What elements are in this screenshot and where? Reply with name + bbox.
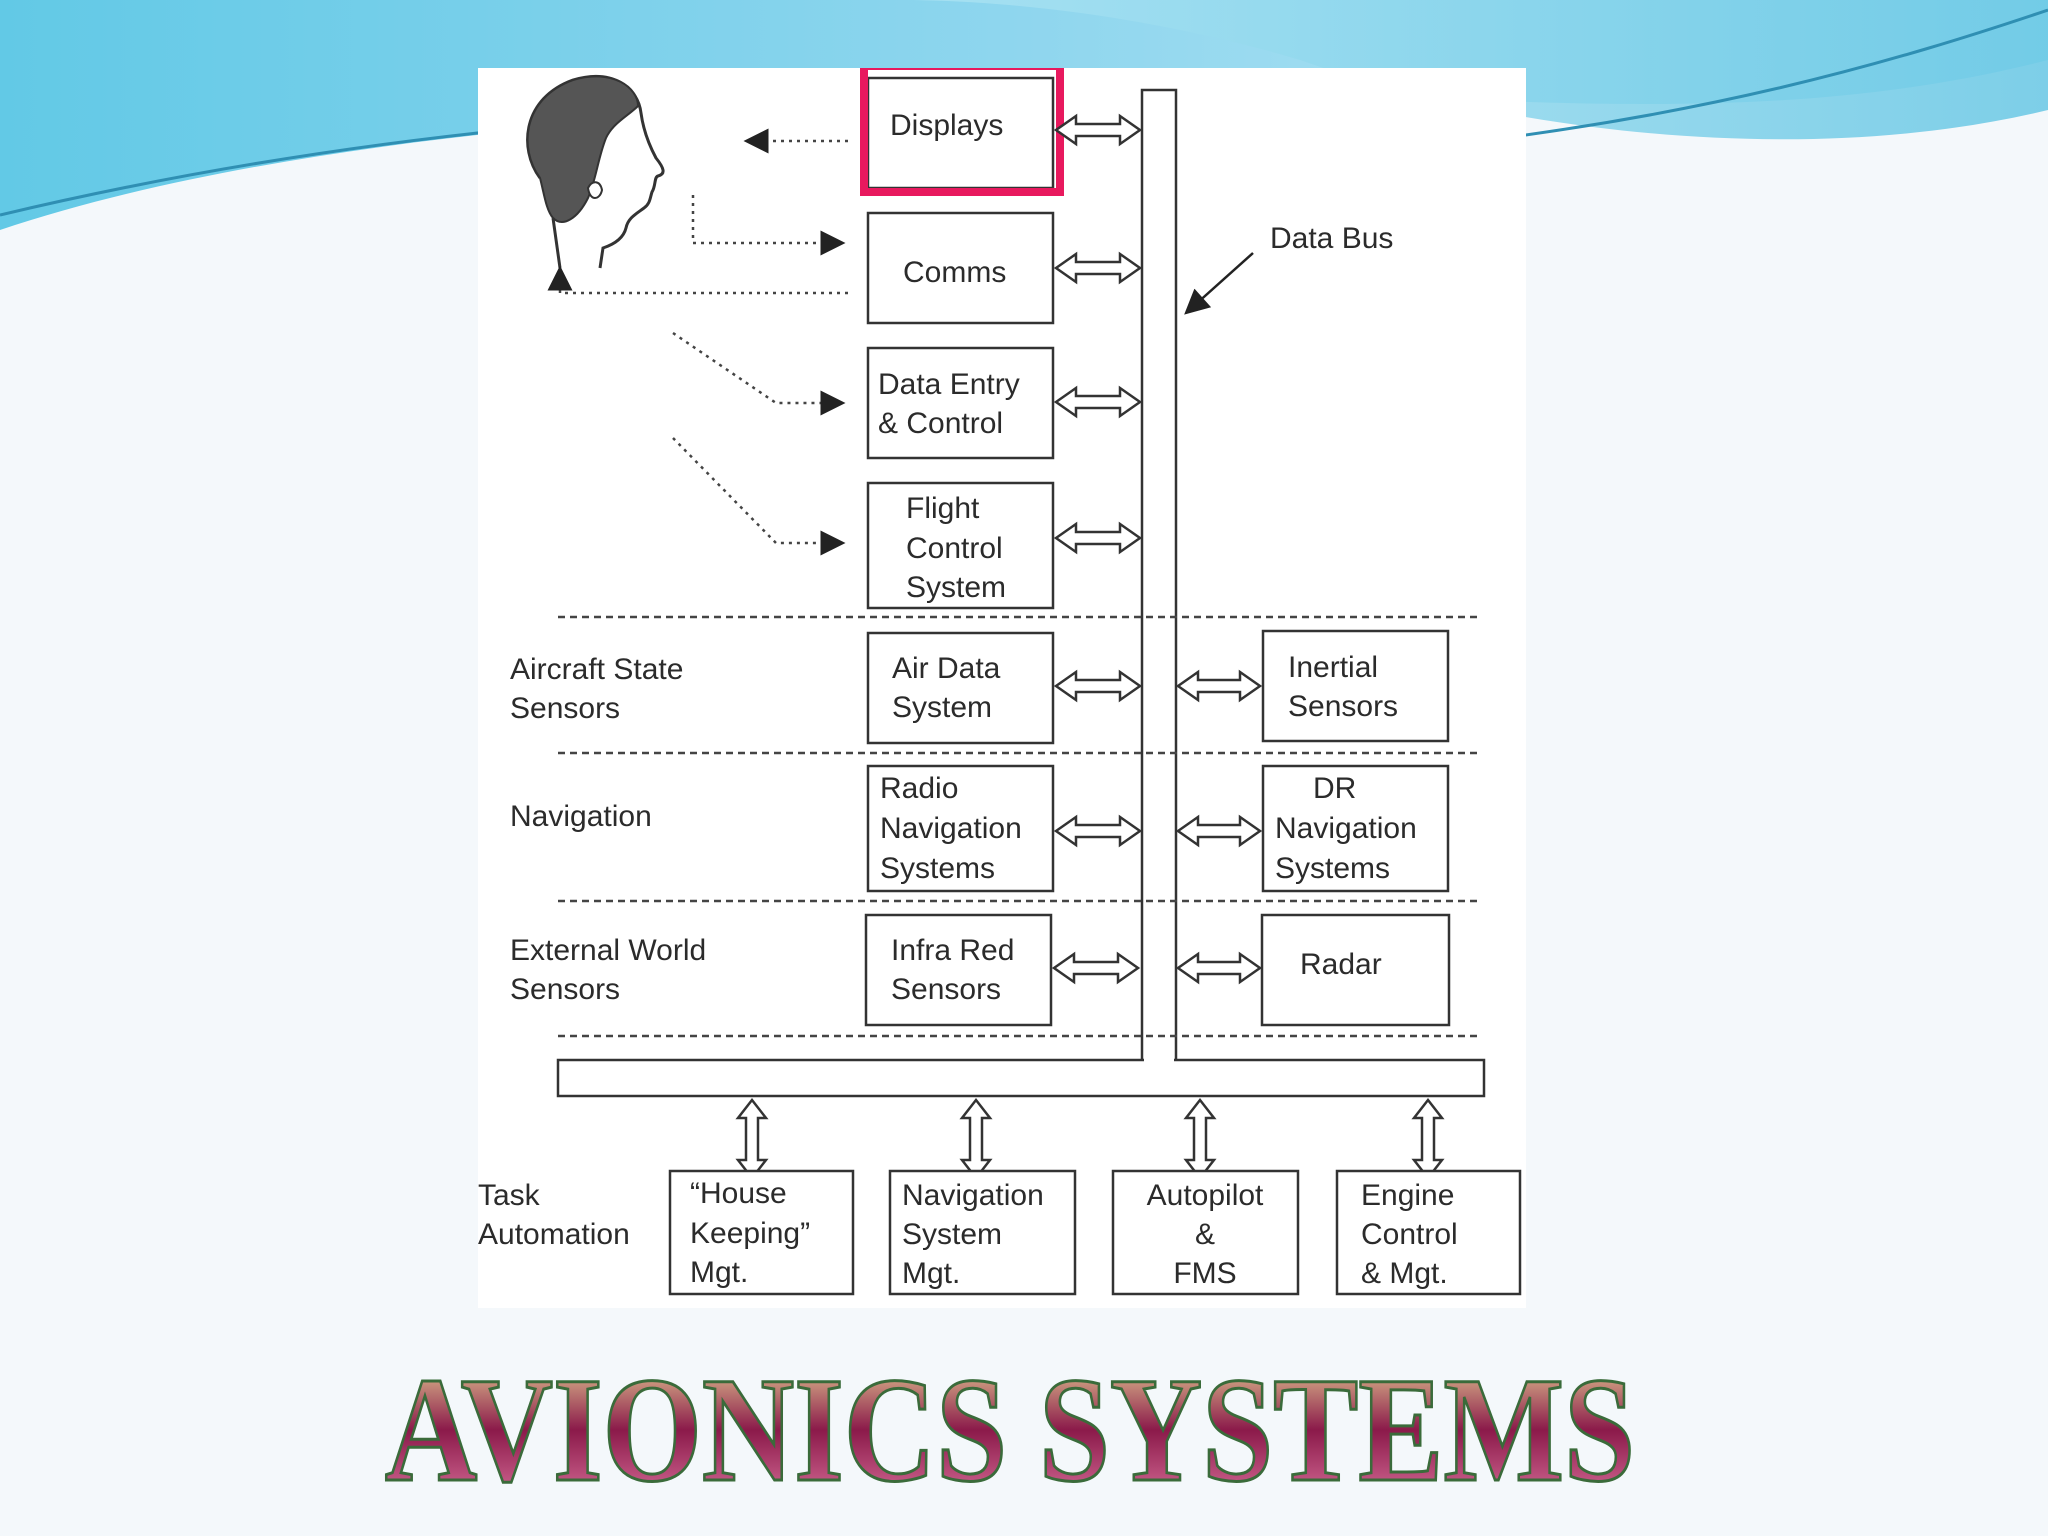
data-bus-pointer-arrow [1184,252,1254,315]
human-head-icon [526,74,665,269]
external-world-label-2: Sensors [510,973,620,1006]
engine-control-box[interactable]: Engine Control & Mgt. [1335,1169,1522,1296]
data-bus-horizontal [556,1058,1486,1098]
autopilot-label-3: FMS [1173,1257,1236,1290]
hand-to-flight-control-arrow [672,437,846,556]
engine-control-label-3: & Mgt. [1361,1257,1448,1290]
infra-red-sensors-box[interactable]: Infra Red Sensors [864,913,1053,1027]
nav-system-label-3: Mgt. [902,1257,960,1290]
nav-system-label-2: System [902,1218,1002,1251]
house-keeping-box[interactable]: “House Keeping” Mgt. [668,1169,855,1296]
voice-to-comms-arrow [691,195,846,256]
flight-control-box[interactable]: Flight Control System [866,481,1055,610]
task-automation-label-2: Automation [478,1218,630,1251]
autopilot-label-1: Autopilot [1147,1179,1264,1212]
comms-box[interactable]: Comms [866,211,1055,325]
house-keeping-label-3: Mgt. [690,1256,748,1289]
external-world-label-1: External World [510,934,706,967]
display-box[interactable]: Displays [866,76,1055,190]
data-entry-label-2: & Control [878,407,1003,440]
dr-nav-label-2: Navigation [1275,812,1417,845]
row-separators [558,615,1478,1038]
human-connections [547,128,848,556]
infra-red-label-1: Infra Red [891,934,1014,967]
flight-control-label-1: Flight [906,492,980,525]
task-automation-label-1: Task [478,1179,541,1212]
inertial-label-1: Inertial [1288,651,1378,684]
radio-nav-label-2: Navigation [880,812,1022,845]
nav-system-label-1: Navigation [902,1179,1044,1212]
radar-box[interactable]: Radar [1260,913,1451,1027]
engine-control-label-2: Control [1361,1218,1458,1251]
air-data-system-box[interactable]: Air Data System [866,631,1055,745]
radar-label: Radar [1300,948,1382,981]
radio-nav-label-1: Radio [880,772,958,805]
house-keeping-label-1: “House [690,1177,787,1210]
data-bus-vertical [1140,88,1178,1082]
hand-to-data-entry-arrow [672,331,846,416]
air-data-label-2: System [892,691,992,724]
engine-control-label-1: Engine [1361,1179,1454,1212]
infra-red-label-2: Sensors [891,973,1001,1006]
navigation-system-mgt-box[interactable]: Navigation System Mgt. [888,1169,1077,1296]
inertial-sensors-box[interactable]: Inertial Sensors [1261,629,1450,743]
flight-control-label-3: System [906,571,1006,604]
radio-navigation-box[interactable]: Radio Navigation Systems [866,764,1055,893]
autopilot-fms-box[interactable]: Autopilot & FMS [1111,1169,1300,1296]
data-bus-label: Data Bus [1270,222,1393,255]
dr-navigation-box[interactable]: DR Navigation Systems [1261,764,1450,893]
comms-box-label: Comms [903,256,1006,289]
dr-nav-label-1: DR [1313,772,1356,805]
avionics-diagram: Data Bus Displays Comms Data Entry & Con… [478,68,1522,1296]
air-data-label-1: Air Data [892,652,1001,685]
title-wordart: AVIONICS SYSTEMS [384,1346,1637,1515]
radio-nav-label-3: Systems [880,852,995,885]
title-text: AVIONICS SYSTEMS [385,1347,1635,1513]
display-box-label: Displays [890,109,1003,142]
data-entry-box[interactable]: Data Entry & Control [866,346,1055,460]
aircraft-state-label-2: Sensors [510,692,620,725]
bus-junction [1144,1053,1174,1065]
house-keeping-label-2: Keeping” [690,1217,810,1250]
comms-to-ear-arrow [547,265,848,295]
dr-nav-label-3: Systems [1275,852,1390,885]
flight-control-label-2: Control [906,532,1003,565]
autopilot-label-2: & [1195,1218,1215,1251]
slide-title: AVIONICS SYSTEMS [360,1330,1660,1530]
inertial-label-2: Sensors [1288,690,1398,723]
aircraft-state-label-1: Aircraft State [510,653,683,686]
data-entry-label-1: Data Entry [878,368,1020,401]
diagram-panel: Data Bus Displays Comms Data Entry & Con… [478,68,1526,1308]
navigation-row-label: Navigation [510,800,652,833]
